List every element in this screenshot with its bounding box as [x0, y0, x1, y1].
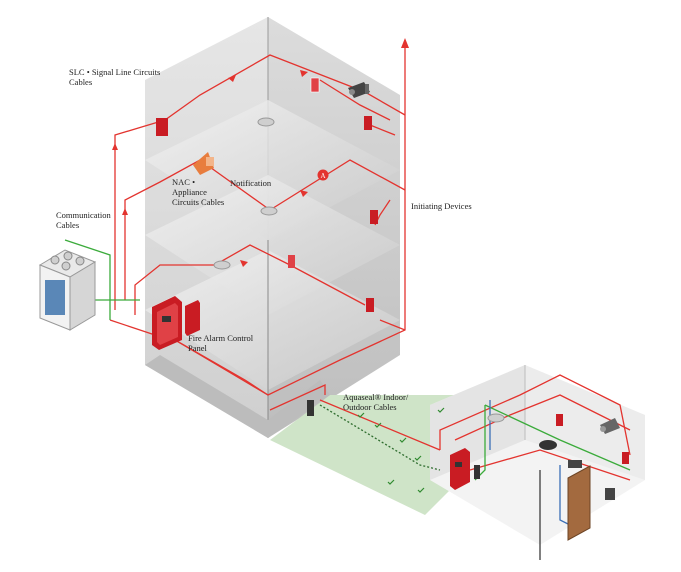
communication-label: Communication Cables — [56, 210, 111, 230]
facp-label: Fire Alarm Control Panel — [188, 333, 254, 353]
pull-station-icon — [310, 77, 320, 93]
horn-strobe-icon — [193, 152, 214, 175]
smoke-detector-icon — [257, 117, 275, 127]
pull-station-icon — [622, 452, 629, 464]
security-camera-icon — [348, 82, 370, 98]
fire-alarm-panel-icon — [152, 296, 200, 350]
slc-label: SLC • Signal Line Circuits Cables — [69, 67, 161, 87]
pull-station-icon — [366, 298, 374, 312]
pull-station-icon — [370, 210, 378, 224]
floor-slab — [145, 175, 400, 315]
fire-alarm-panel-icon — [450, 448, 470, 490]
security-camera-icon — [600, 418, 620, 434]
pull-station-icon — [364, 116, 372, 130]
bollard-light-icon — [307, 400, 314, 416]
circuit-badge-label: A — [320, 172, 325, 180]
bollard-light-icon — [474, 465, 480, 479]
pull-station-icon — [556, 414, 563, 426]
junction-box-icon — [568, 460, 582, 468]
keypad-icon — [605, 488, 615, 500]
smoke-detector-icon — [260, 206, 278, 216]
pull-station-icon — [156, 118, 168, 136]
speaker-icon — [539, 440, 557, 450]
building-base — [145, 355, 330, 438]
door-icon — [567, 465, 591, 541]
aquaseal-label: Aquaseal® Indoor/ Outdoor Cables — [343, 392, 409, 412]
circuit-badge: A — [317, 169, 329, 181]
smoke-detector-icon — [487, 413, 505, 423]
grass-area — [270, 395, 470, 515]
initiating-devices-label: Initiating Devices — [411, 201, 472, 211]
floor-slab — [145, 250, 400, 390]
floor-slab — [145, 100, 400, 240]
notification-label: Notification — [230, 178, 272, 188]
server-rack-icon — [38, 249, 97, 331]
pull-station-icon — [288, 255, 295, 268]
flow-arrows — [112, 38, 409, 267]
outdoor-cable-markers — [357, 407, 445, 493]
smoke-detector-icon — [213, 260, 231, 270]
nac-label: NAC • Appliance Circuits Cables — [172, 177, 225, 207]
